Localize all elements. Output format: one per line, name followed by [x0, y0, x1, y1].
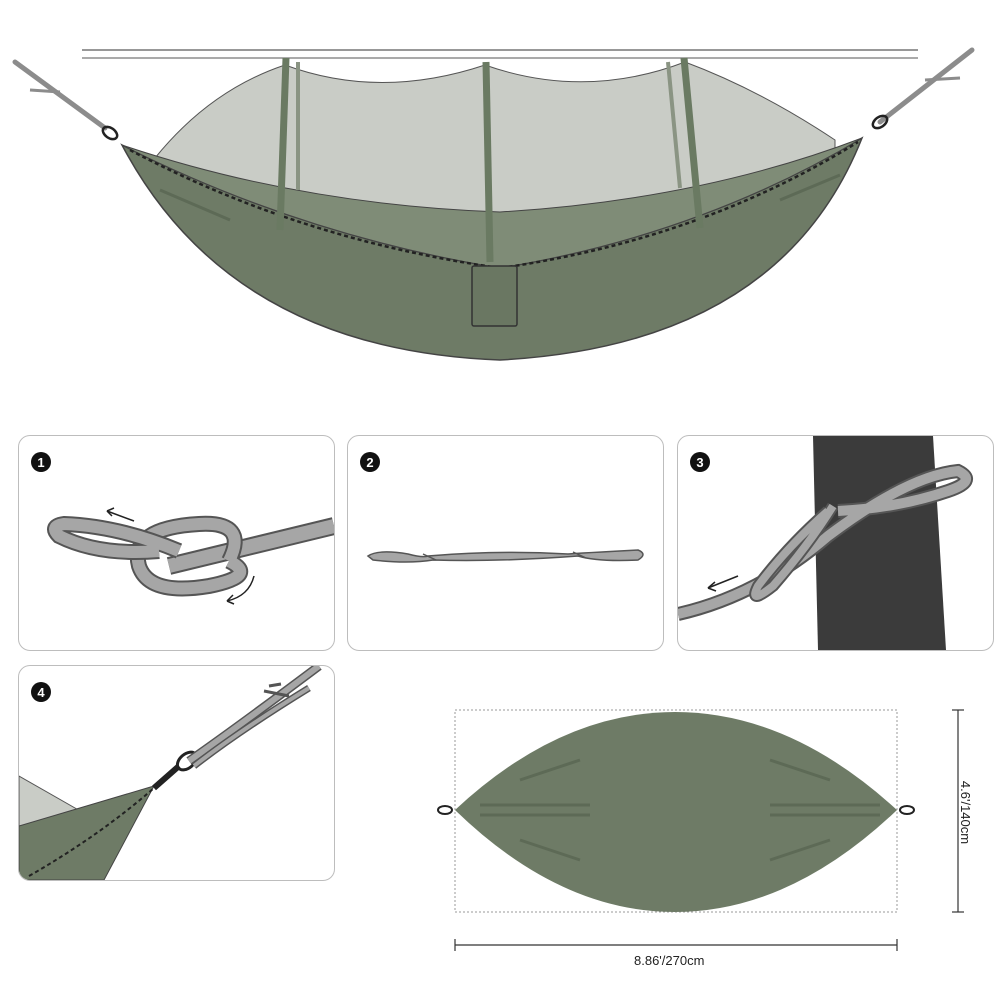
step-3-panel: 3 [677, 435, 994, 651]
net-strap [276, 57, 290, 231]
net-strap [482, 61, 494, 263]
step-4-badge: 4 [31, 682, 51, 702]
width-label: 4.6'/140cm [958, 780, 974, 845]
left-end-loop [437, 805, 453, 815]
right-end-loop [899, 805, 915, 815]
carabiner-attach-illustration [19, 666, 322, 880]
step-2-panel: 2 [347, 435, 664, 651]
right-suspension-rope [924, 76, 961, 82]
knot-tying-illustration [47, 507, 334, 605]
length-label: 8.86'/270cm [634, 953, 705, 968]
tree-wrap-illustration [678, 436, 973, 650]
tree-trunk [813, 436, 946, 650]
net-strap [680, 57, 704, 229]
bounding-box [454, 709, 898, 913]
step-3-badge: 3 [690, 452, 710, 472]
arrow-icon [106, 510, 135, 522]
arrow-icon [707, 575, 739, 589]
step-1-badge: 1 [31, 452, 51, 472]
right-suspension-rope [877, 47, 975, 125]
hammock-top-view [455, 712, 897, 912]
arrow-icon [226, 575, 255, 602]
step-2-badge: 2 [360, 452, 380, 472]
zipper-line [129, 140, 859, 270]
hammock-with-net-illustration [12, 47, 975, 361]
step-4-panel: 4 [18, 665, 335, 881]
left-carabiner [101, 125, 119, 141]
tree-strap-illustration [366, 549, 644, 563]
left-suspension-rope [12, 59, 108, 131]
net-strap [296, 61, 682, 190]
right-carabiner [871, 114, 889, 130]
step-1-panel: 1 [18, 435, 335, 651]
storage-pocket [471, 265, 518, 327]
left-suspension-rope [29, 88, 61, 94]
